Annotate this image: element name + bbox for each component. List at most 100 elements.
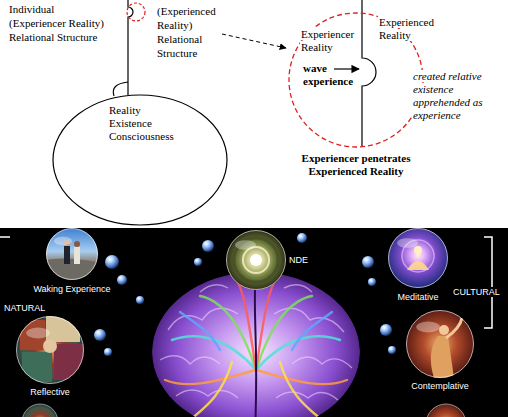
wave-arrow xyxy=(334,68,359,69)
bubble-highlight xyxy=(54,237,72,245)
small-bubble xyxy=(380,324,392,336)
rock-ground xyxy=(46,258,98,280)
bubble-label: NDE xyxy=(288,255,309,265)
bubble-picture xyxy=(388,228,448,288)
brain-fold xyxy=(292,357,352,368)
brain-fold xyxy=(160,356,220,364)
detail-circle: Experiencer RealityExperienced Realitywa… xyxy=(288,12,424,148)
experience-bubble: Meditative xyxy=(388,228,448,288)
focus-circle xyxy=(127,3,145,21)
small-bubble xyxy=(362,256,374,268)
brain-body xyxy=(152,272,360,417)
fiber-tract xyxy=(256,370,347,384)
fiber-tract xyxy=(238,282,256,370)
fiber-tract xyxy=(256,282,274,370)
side-label: Experiencer Reality xyxy=(300,28,355,53)
group-label: NATURAL xyxy=(3,303,46,313)
left-bracket xyxy=(0,236,10,238)
wave-label: wave experience xyxy=(302,62,354,87)
collage-piece xyxy=(54,344,84,380)
brain-fold xyxy=(168,308,238,330)
bubble-highlight xyxy=(235,240,256,250)
structure-label: Individual (Experiencer Reality) Relatio… xyxy=(8,3,105,43)
bubble-label: Reflective xyxy=(29,387,71,397)
collage-face xyxy=(43,339,57,353)
structure-label: (Experienced Reality) Relational Structu… xyxy=(156,5,217,59)
small-bubble xyxy=(117,275,127,285)
small-bubble xyxy=(94,329,106,341)
group-label: CULTURAL xyxy=(452,287,501,297)
experience-bubble: NDE xyxy=(226,230,286,290)
bubble-picture xyxy=(46,228,98,280)
bubble-picture xyxy=(226,230,286,290)
shape-outline xyxy=(226,230,286,290)
figure-caption: Experiencer penetrates Experienced Reali… xyxy=(301,152,412,177)
bubble-picture xyxy=(406,310,474,378)
small-bubble xyxy=(105,255,119,269)
fiber-tract xyxy=(190,362,232,417)
bubble-highlight xyxy=(416,322,440,333)
person-figure xyxy=(64,246,70,264)
small-bubble xyxy=(136,296,144,304)
meditator-head xyxy=(414,246,422,254)
tunnel-ring xyxy=(243,247,269,273)
fiber-tract xyxy=(280,362,322,417)
bubble-fill xyxy=(16,316,84,384)
shape-outline xyxy=(406,310,474,378)
bubble-rim xyxy=(407,311,474,378)
tunnel-ring xyxy=(234,238,278,282)
bubble-highlight xyxy=(26,328,50,339)
region-text: Reality Existence Consciousness xyxy=(108,104,175,142)
experience-bubble: Waking Experience xyxy=(46,228,98,280)
boundary-line xyxy=(362,0,376,146)
bubble-fill xyxy=(46,228,98,280)
collage-piece xyxy=(46,316,80,342)
partial-bubble xyxy=(22,404,58,417)
experience-bubble: Reflective xyxy=(16,316,84,384)
right-bracket xyxy=(484,237,492,328)
loop-outline xyxy=(53,95,227,225)
bubble-rim xyxy=(389,229,448,288)
small-bubble xyxy=(297,233,307,243)
dancer-body xyxy=(431,336,454,378)
experience-bubble: Contemplative xyxy=(406,310,474,378)
bubble-fill xyxy=(226,230,286,290)
loop-region: Reality Existence Consciousness xyxy=(52,94,228,226)
bubble-scene xyxy=(20,316,84,382)
person-figure xyxy=(74,247,80,264)
small-bubble xyxy=(202,240,214,252)
bubble-rim xyxy=(47,229,98,280)
bubble-scene xyxy=(234,238,278,282)
collage-piece xyxy=(22,352,52,382)
small-bubble xyxy=(368,278,376,286)
loop-hook xyxy=(113,82,128,96)
bubble-fill xyxy=(388,228,448,288)
brain-fissure xyxy=(255,272,257,417)
bubble-fill xyxy=(406,310,474,378)
note-label: created relative existence apprehended a… xyxy=(412,70,484,121)
small-bubble xyxy=(388,346,396,354)
dancer-head xyxy=(439,325,449,335)
brain-fold xyxy=(284,285,312,292)
person-head xyxy=(74,241,80,247)
fiber-tract xyxy=(165,370,256,384)
bubble-highlight xyxy=(397,238,418,248)
small-bubble xyxy=(194,258,202,266)
fiber-tract xyxy=(180,312,220,350)
small-bubble xyxy=(104,348,112,356)
meditator-body xyxy=(407,261,429,270)
tunnel-light xyxy=(250,254,262,266)
side-label: Experienced Reality xyxy=(378,16,435,41)
brain-fold xyxy=(176,390,238,398)
bubble-label: Contemplative xyxy=(410,381,470,391)
partial-bubble xyxy=(426,404,466,417)
bubble-picture xyxy=(16,316,84,384)
shape-outline xyxy=(46,228,98,280)
bubble-scene xyxy=(46,240,98,280)
bubble-rim xyxy=(17,317,84,384)
bubble-rim xyxy=(227,231,286,290)
shape-outline xyxy=(16,316,84,384)
fiber-tract xyxy=(292,312,332,350)
relational-line xyxy=(128,0,133,95)
